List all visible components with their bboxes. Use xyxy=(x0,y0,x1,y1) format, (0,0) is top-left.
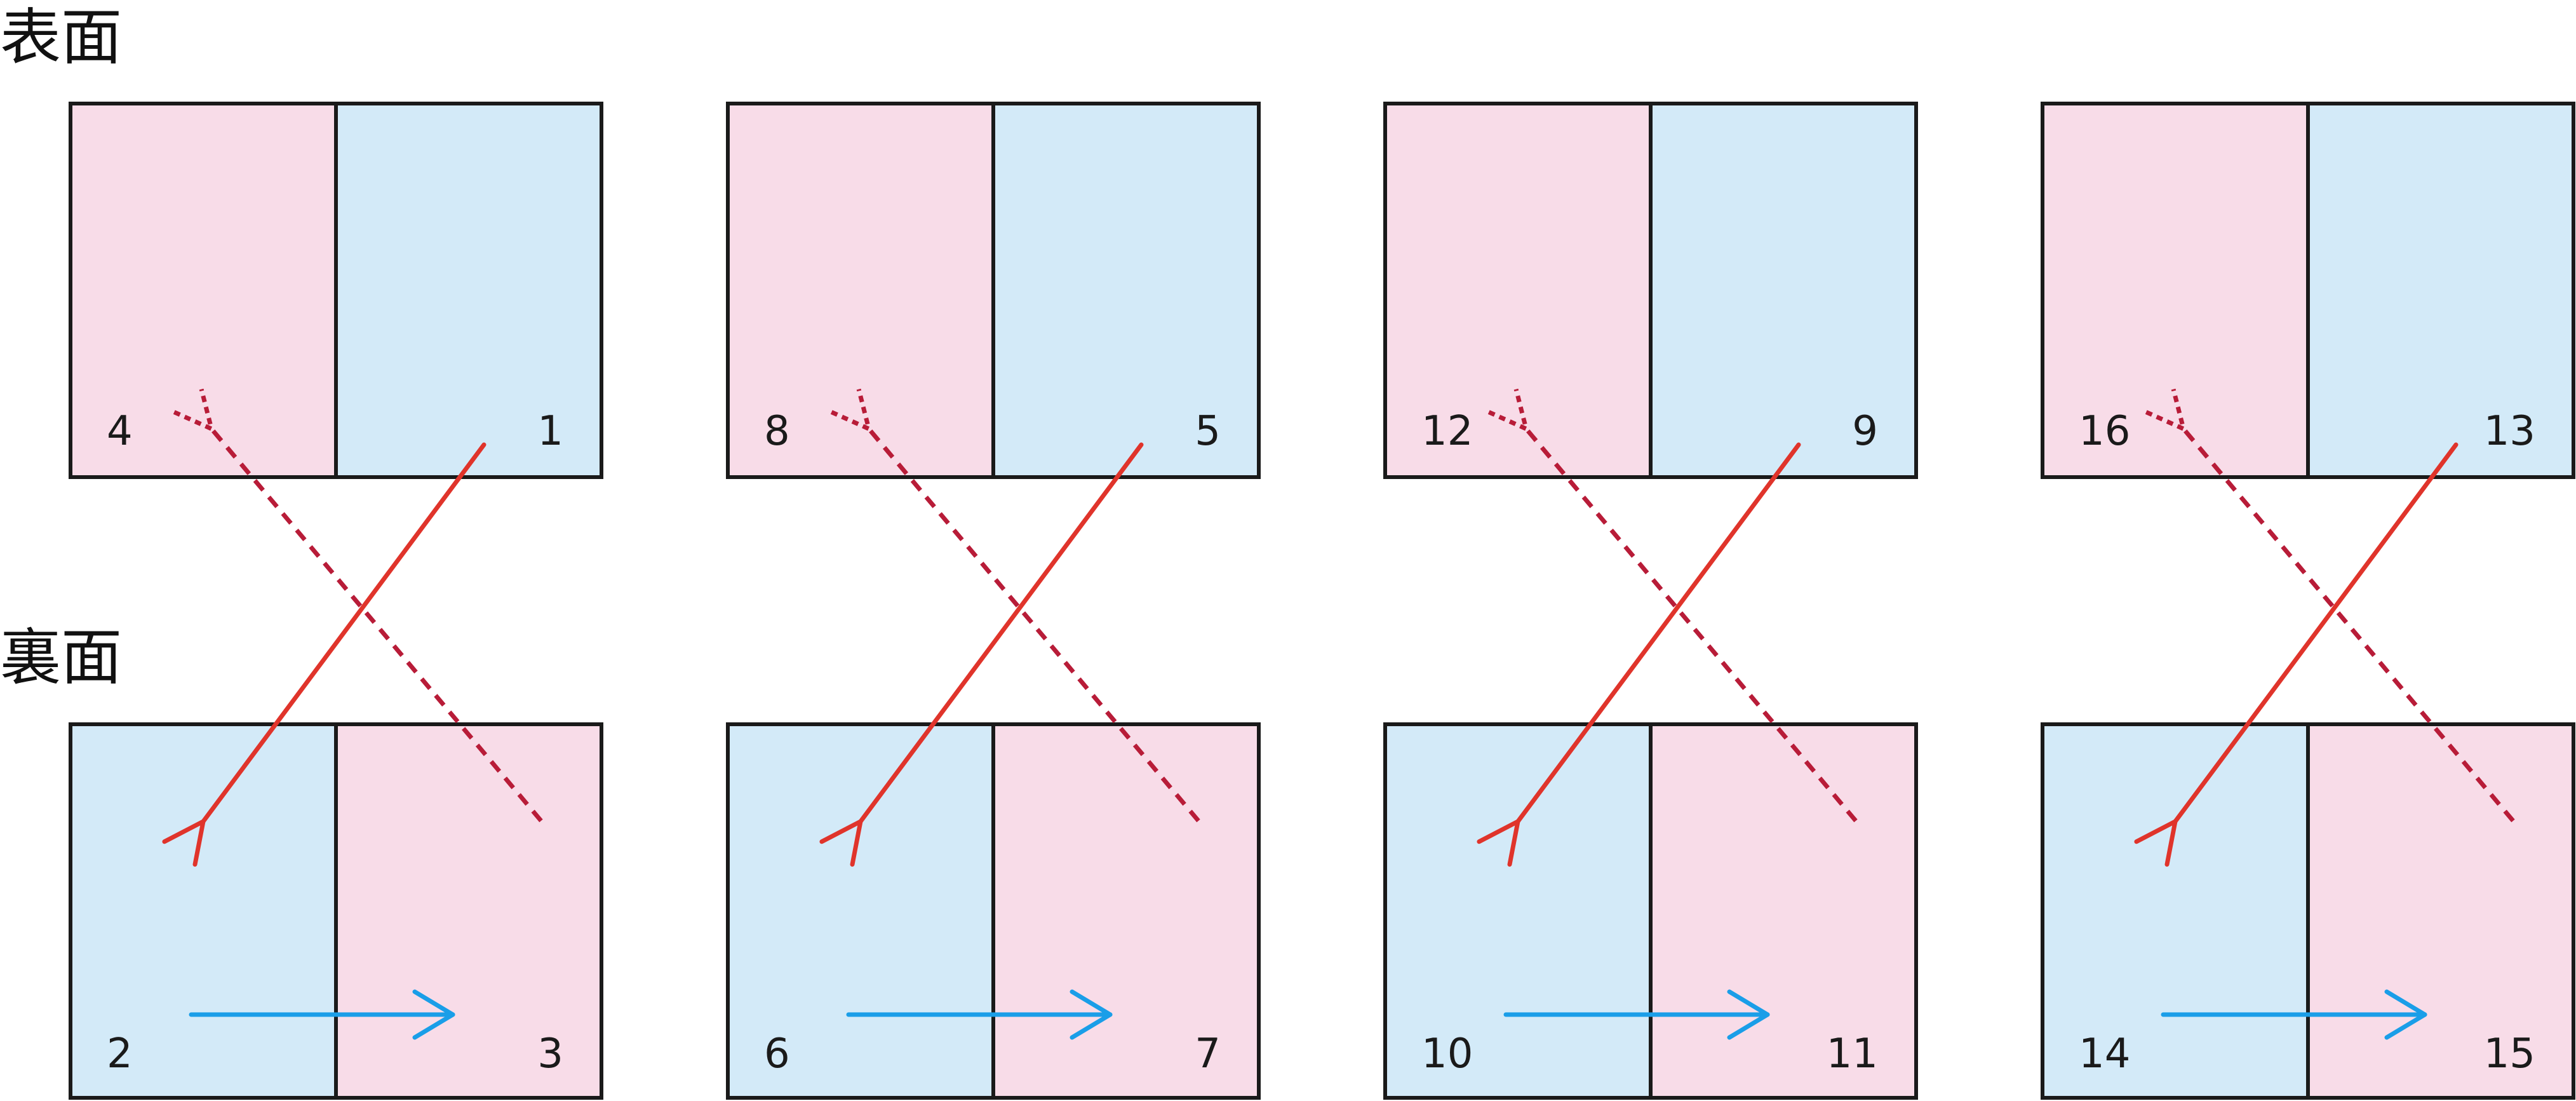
sheet-4-back-right-page-number: 15 xyxy=(2484,1030,2535,1077)
sheet-2-back-right-page-number: 7 xyxy=(1195,1030,1221,1077)
sheet-3-front: 12 9 xyxy=(1383,102,1918,479)
sheet-4-back-left-panel xyxy=(2043,724,2308,1098)
arrows-group xyxy=(191,429,2515,1040)
sheet-4-back-left-page-number: 14 xyxy=(2079,1030,2130,1077)
sheet-3-front-left-page-number: 12 xyxy=(1421,408,1473,455)
front-side-label: 表面 xyxy=(0,2,122,73)
sheet-4-back-right-panel xyxy=(2308,724,2573,1098)
sheet-4-back: 14 15 xyxy=(2041,722,2575,1100)
sheet-4-arrow-front-to-back xyxy=(2175,442,2459,821)
sheet-1-arrow-front-to-back xyxy=(203,442,486,821)
sheet-3-front-right-page-number: 9 xyxy=(1852,408,1878,455)
sheet-3-back-left-panel xyxy=(1385,724,1651,1098)
sheet-1-front-right-panel xyxy=(336,104,601,477)
sheet-4-front-left-page-number: 16 xyxy=(2079,408,2130,455)
sheet-1-back-left-panel xyxy=(70,724,336,1098)
sheet-3-back-right-panel xyxy=(1651,724,1916,1098)
sheet-1-back-right-panel xyxy=(336,724,601,1098)
sheet-4-front-right-panel xyxy=(2308,104,2573,477)
sheet-3-back: 10 11 xyxy=(1383,722,1918,1100)
sheet-3-arrow-front-to-back xyxy=(1518,442,1801,821)
sheet-3-back-right-page-number: 11 xyxy=(1827,1030,1878,1077)
sheet-3-back-left-page-number: 10 xyxy=(1421,1030,1473,1077)
sheet-2-back-right-panel xyxy=(993,724,1259,1098)
sheet-2-front-right-page-number: 5 xyxy=(1195,408,1221,455)
sheet-1-back-left-page-number: 2 xyxy=(107,1030,133,1077)
back-side-label: 裏面 xyxy=(0,622,122,693)
sheet-2-back-left-page-number: 6 xyxy=(764,1030,790,1077)
sheet-1-front-left-page-number: 4 xyxy=(107,408,133,455)
sheet-1-front-right-page-number: 1 xyxy=(537,408,563,455)
sheet-1-back-right-page-number: 3 xyxy=(537,1030,563,1077)
sheet-3-front-right-panel xyxy=(1651,104,1916,477)
sheet-2-front-left-page-number: 8 xyxy=(764,408,790,455)
sheet-2-arrow-front-to-back xyxy=(861,442,1144,821)
sheet-2-back-left-panel xyxy=(728,724,993,1098)
sheet-4-front-right-page-number: 13 xyxy=(2484,408,2535,455)
sheet-2-front-right-panel xyxy=(993,104,1259,477)
